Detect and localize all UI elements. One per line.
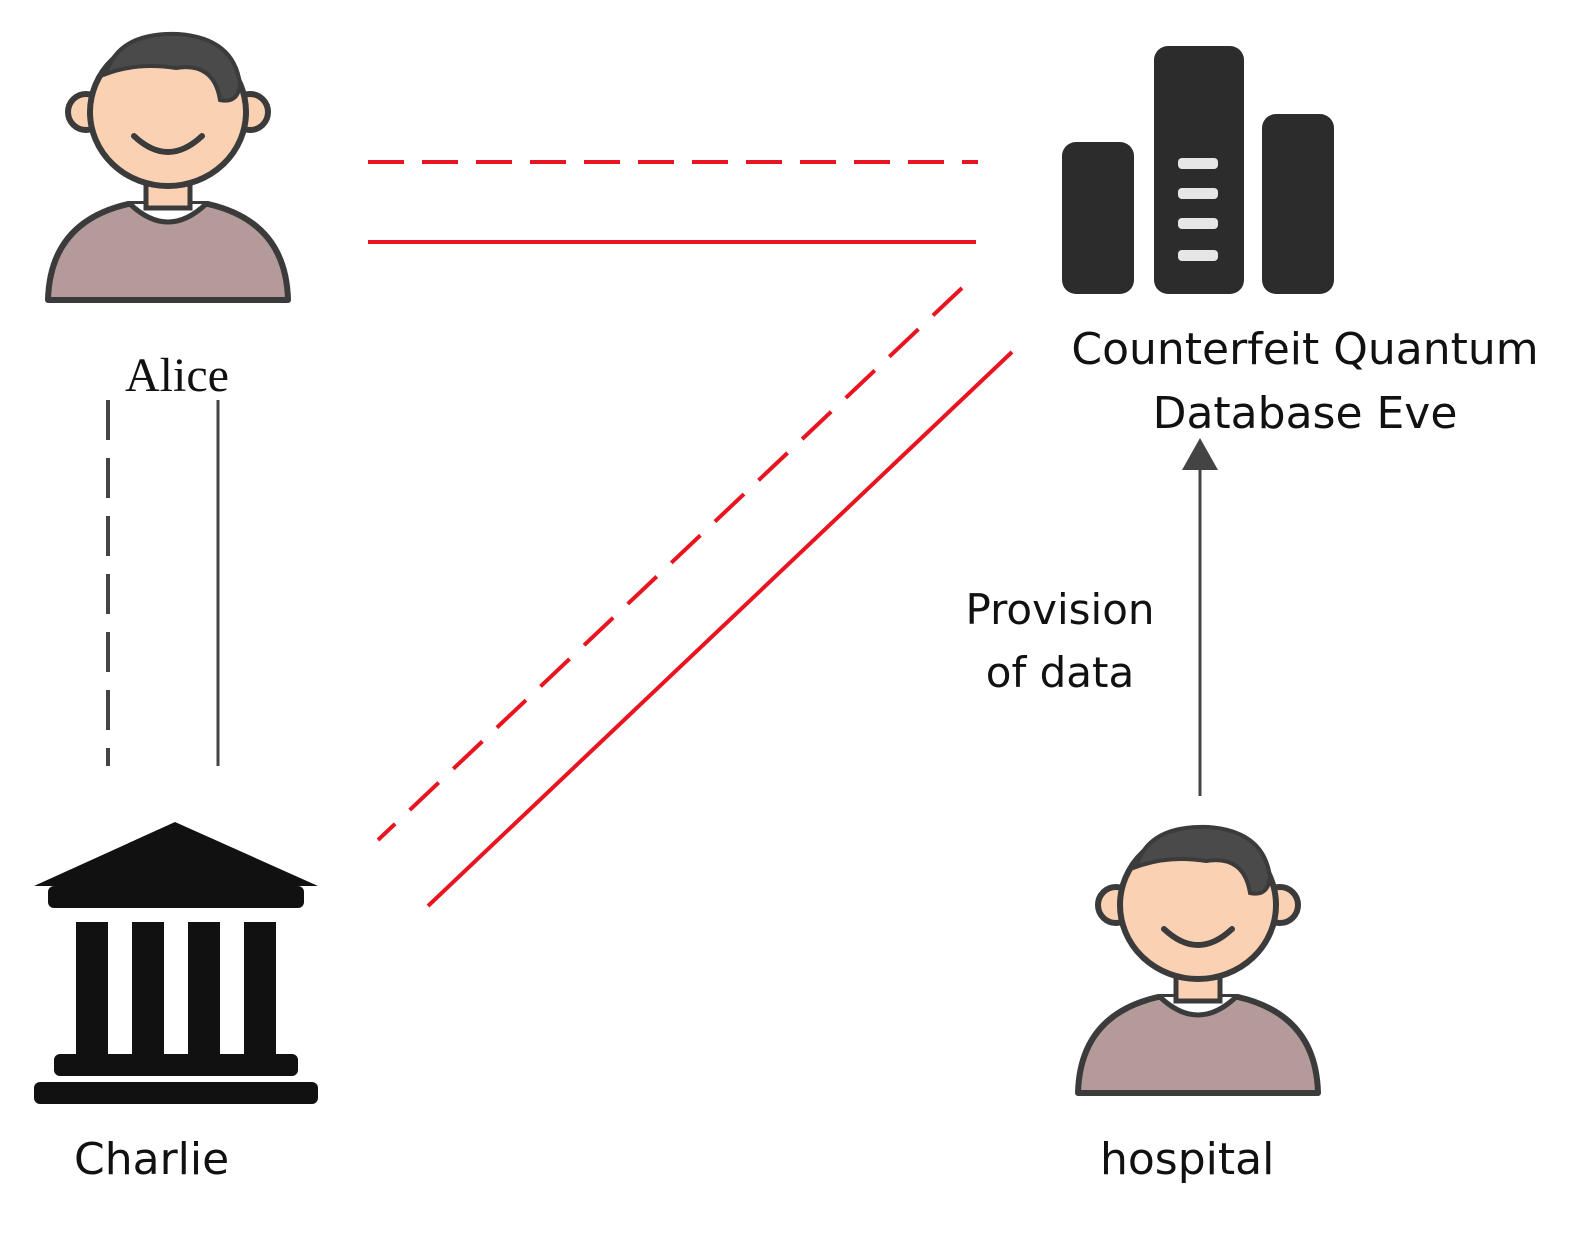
- alice-label: Alice: [125, 349, 229, 402]
- alice-person-icon: [48, 34, 288, 300]
- eve-label: Counterfeit Quantum Database Eve: [1071, 324, 1539, 439]
- eve-database-icon: [1062, 46, 1334, 294]
- charlie-label: Charlie: [74, 1134, 230, 1185]
- hospital-person-icon: [1078, 827, 1318, 1093]
- charlie-bank-icon: [34, 822, 318, 1104]
- charlie-eve-quantum-channel: [376, 286, 964, 842]
- arrowhead-icon: [1182, 438, 1218, 470]
- provision-of-data-label: Provision of data: [965, 585, 1155, 697]
- hospital-label: hospital: [1100, 1134, 1275, 1185]
- charlie-eve-classical-channel: [426, 350, 1014, 908]
